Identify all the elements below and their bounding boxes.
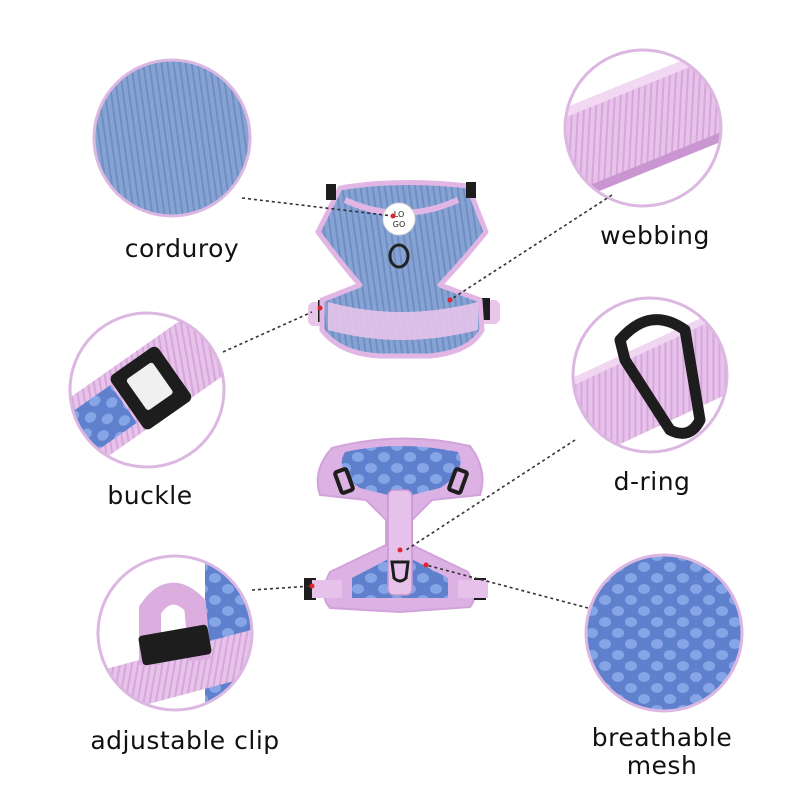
breathable-mesh-label-line2: mesh <box>626 751 698 780</box>
left-slide-clip-icon <box>333 467 355 495</box>
breathable-mesh-leader-line <box>425 564 589 609</box>
logo-disc <box>382 202 416 236</box>
buckle-leader-line <box>222 311 313 353</box>
breathable-mesh-detail-circle <box>584 553 744 713</box>
webbing-detail-circle <box>563 48 723 208</box>
logo-text-line2: GO <box>393 220 406 229</box>
harness-front-view: LO GO <box>308 179 500 359</box>
corduroy-leader-line <box>241 197 394 217</box>
right-side-buckle-icon <box>480 298 490 320</box>
webbing-leader-line <box>449 194 613 301</box>
corduroy-label: corduroy <box>124 234 240 263</box>
corduroy-detail-circle <box>92 58 252 218</box>
breathable-mesh-label: breathable mesh <box>577 724 747 780</box>
back-center-strap <box>387 489 413 596</box>
d-ring-label: d-ring <box>613 467 691 496</box>
front-d-ring-icon <box>388 243 410 269</box>
adjustable-clip-label: adjustable clip <box>90 726 280 755</box>
marker-dots <box>309 213 453 589</box>
buckle-label: buckle <box>107 481 193 510</box>
leader-lines <box>222 194 613 609</box>
harness-back-view <box>304 437 488 614</box>
breathable-mesh-label-line1: breathable <box>591 723 733 752</box>
back-d-ring-icon <box>390 560 410 583</box>
adjustable-clip-detail-circle <box>96 554 254 712</box>
top-left-clip-icon <box>326 184 336 200</box>
logo-text-line1: LO <box>394 210 404 219</box>
buckle-detail-circle <box>68 311 226 469</box>
adjustable-clip-leader-line <box>251 585 313 591</box>
back-top-mesh <box>341 446 461 498</box>
d-ring-leader-line <box>405 439 576 551</box>
right-slide-clip-icon <box>447 467 469 495</box>
webbing-label: webbing <box>600 221 710 250</box>
top-right-clip-icon <box>466 182 476 198</box>
